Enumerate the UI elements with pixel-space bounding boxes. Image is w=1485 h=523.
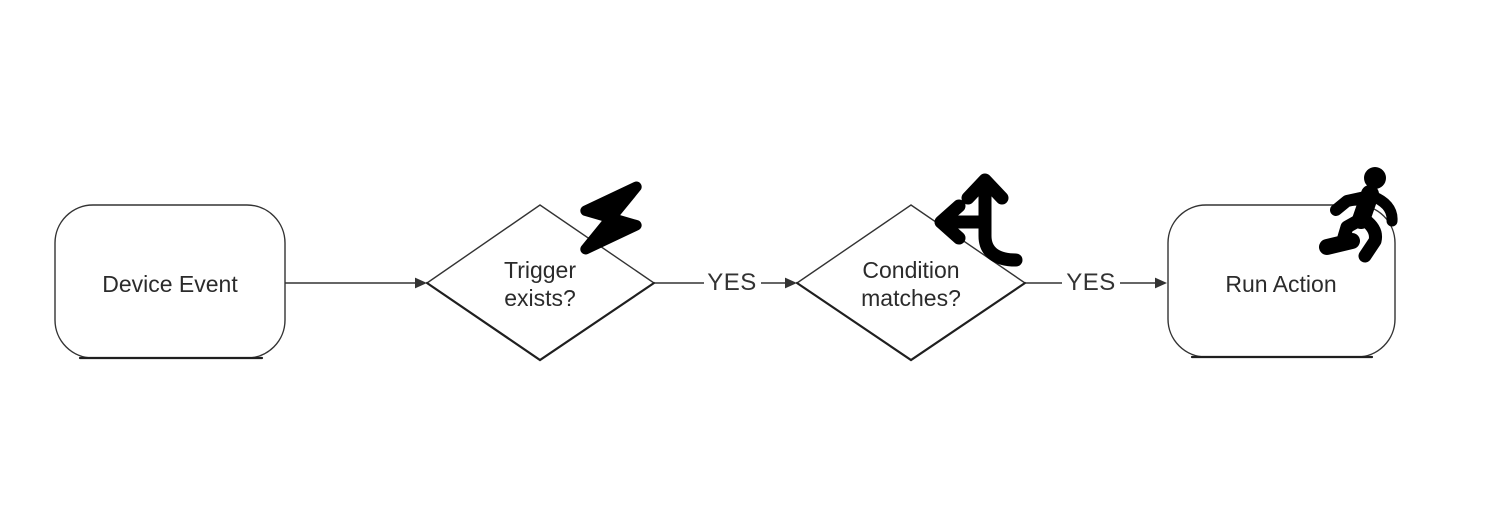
diamond-shadow-edge — [795, 281, 1027, 362]
arrowhead — [785, 277, 797, 289]
edge-label-yes-1: YES — [707, 269, 757, 296]
edge-label-yes-2: YES — [1066, 269, 1116, 296]
node-label-device-event: Device Event — [102, 271, 238, 297]
lightning-bolt-icon — [580, 181, 642, 255]
diamond-shadow-edge — [425, 281, 656, 362]
node-label-trigger-exists: Trigger exists? — [504, 257, 576, 311]
node-label-run-action: Run Action — [1225, 271, 1337, 297]
arrowhead — [415, 277, 427, 289]
arrowhead — [1155, 277, 1167, 289]
node-label-condition-matches: Condition matches? — [861, 257, 961, 311]
split-arrows-icon — [934, 173, 1023, 267]
person-running-icon — [1319, 167, 1398, 263]
